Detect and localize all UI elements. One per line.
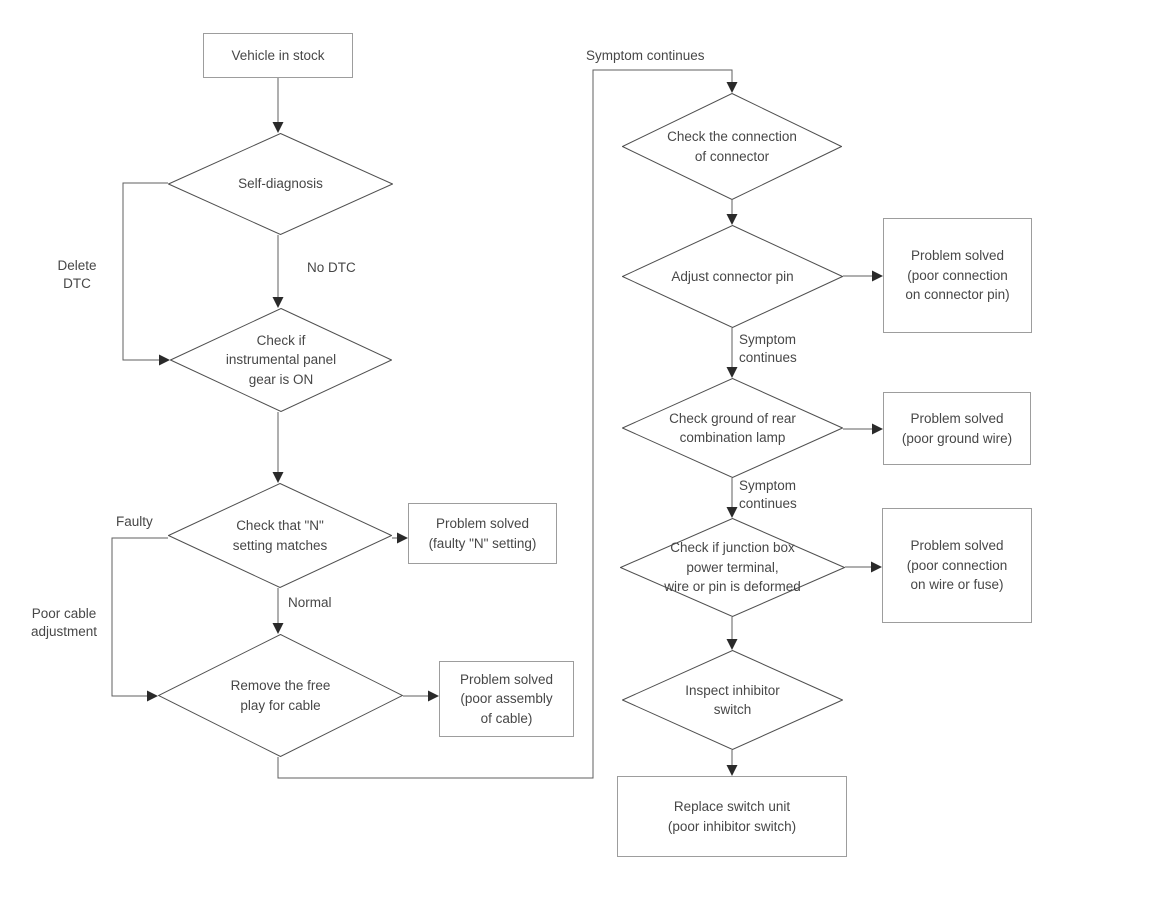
node-vehicle-in-stock: Vehicle in stock [203,33,353,78]
edge-label-symptom-continues-pin: Symptom continues [739,332,797,365]
node-check-instrumental-panel-gear-label: Check if instrumental panel gear is ON [225,332,337,387]
node-check-ground-rear-combination-lamp: Check ground of rear combination lamp [622,378,843,478]
node-check-junction-box: Check if junction box power terminal, wi… [620,518,845,617]
edge-label-symptom-continues-top: Symptom continues [586,48,705,63]
edge-junction-to-inhibitor [726,617,738,650]
node-check-instrumental-panel-gear: Check if instrumental panel gear is ON [170,308,392,412]
node-problem-solved-poor-assembly-of-cable: Problem solved (poor assembly of cable) [439,661,574,737]
edge-junction-to-solved [845,561,882,573]
edge-adjust-pin-to-ground [726,328,738,378]
edge-ground-to-solved [843,423,883,435]
edge-label-poor-cable-adjustment: Poor cable adjustment [30,606,98,639]
edge-adjust-pin-to-solved [843,270,883,282]
edge-free-play-to-solved [403,690,439,702]
edge-panel-to-n-setting [272,412,284,483]
edge-label-symptom-continues-ground: Symptom continues [739,478,797,511]
node-inspect-inhibitor-switch-label: Inspect inhibitor switch [685,682,780,718]
node-check-connection-of-connector-label: Check the connection of connector [667,129,797,164]
node-problem-solved-poor-ground-wire: Problem solved (poor ground wire) [883,392,1031,465]
node-problem-solved-faulty-n-setting: Problem solved (faulty "N" setting) [408,503,557,564]
edge-label-normal: Normal [288,595,332,610]
edge-inhibitor-to-replace [726,750,738,776]
node-check-n-setting: Check that "N" setting matches [168,483,392,588]
edge-n-setting-to-solved [392,532,408,544]
node-self-diagnosis-label: Self-diagnosis [238,176,323,192]
node-remove-free-play-for-cable-label: Remove the free play for cable [230,678,331,713]
node-remove-free-play-for-cable: Remove the free play for cable [158,634,403,757]
node-problem-solved-poor-connection-on-wire-or-fuse: Problem solved (poor connection on wire … [882,508,1032,623]
node-check-connection-of-connector: Check the connection of connector [622,93,842,200]
node-inspect-inhibitor-switch: Inspect inhibitor switch [622,650,843,750]
edge-delete-dtc-loop [122,182,170,366]
node-problem-solved-poor-connection-on-connector-pin: Problem solved (poor connection on conne… [883,218,1032,333]
edge-symptom-continues-to-connector [277,69,738,779]
edge-n-setting-to-free-play [272,588,284,634]
edge-ground-to-junction [726,478,738,518]
edge-self-diagnosis-to-panel [272,235,284,308]
node-check-n-setting-label: Check that "N" setting matches [232,518,328,553]
edge-vehicle-to-self-diagnosis [272,78,284,133]
edge-label-no-dtc: No DTC [307,260,356,275]
edge-label-delete-dtc: Delete DTC [57,258,97,291]
edge-faulty-cable-loop [111,537,168,702]
node-check-junction-box-label: Check if junction box power terminal, wi… [664,540,801,595]
edge-label-faulty: Faulty [116,514,153,529]
node-adjust-connector-pin-label: Adjust connector pin [671,268,794,284]
node-check-ground-rear-combination-lamp-label: Check ground of rear combination lamp [669,410,796,446]
node-replace-switch-unit: Replace switch unit (poor inhibitor swit… [617,776,847,857]
edge-connector-to-adjust-pin [726,200,738,225]
node-adjust-connector-pin: Adjust connector pin [622,225,843,328]
node-self-diagnosis: Self-diagnosis [168,133,393,235]
